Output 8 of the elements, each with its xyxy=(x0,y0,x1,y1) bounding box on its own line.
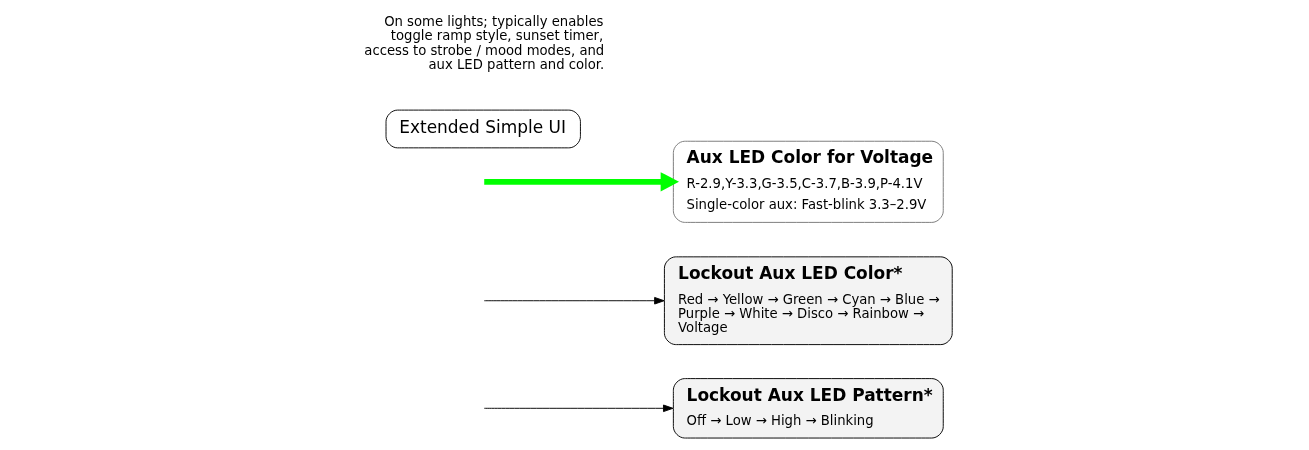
arrow xyxy=(484,172,679,192)
node-box: Lockout Aux LED Color* Red → Yellow → Green → Cyan → Blue → Purple → White → Disco → Rainbow → Voltage xyxy=(663,256,953,346)
node-label: On some lights; typically enables toggle ramp style, sunset timer, access to strobe / mood modes, and aux LED pattern and color. xyxy=(364,14,605,72)
node-box: Extended Simple UI xyxy=(385,109,581,149)
node-box: Lockout Aux LED Pattern* Off → Low → High → Blinking xyxy=(672,378,944,439)
arrow xyxy=(483,296,665,305)
node-box: Aux LED Color for Voltage R-2.9,Y-3.3,G-3.5,C-3.7,B-3.9,P-4.1V Single-color aux: Fast-blink 3.3–2.9V xyxy=(672,140,944,223)
arrow xyxy=(483,404,674,413)
